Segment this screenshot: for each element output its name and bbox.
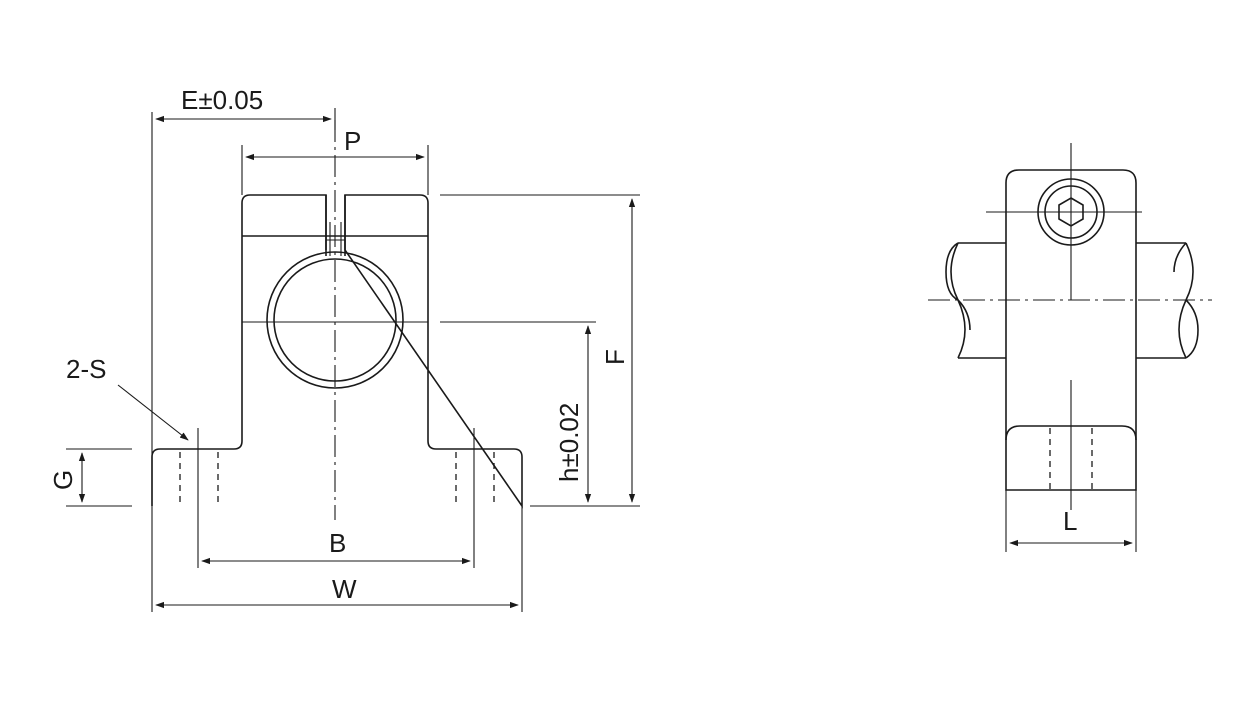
dimension-h: h±0.02: [440, 321, 596, 503]
dimension-W: W: [151, 506, 523, 612]
dimension-E: E±0.05: [151, 85, 336, 506]
mounting-hole-left: [179, 428, 219, 515]
label-B: B: [329, 528, 346, 558]
label-P: P: [344, 126, 361, 156]
dimension-P: P: [241, 126, 429, 195]
label-h: h±0.02: [554, 403, 584, 482]
label-L: L: [1063, 506, 1077, 536]
dimension-F: F: [440, 194, 640, 503]
label-G: G: [48, 470, 78, 490]
side-view: L: [928, 143, 1212, 552]
shaft-support-outline: [151, 194, 523, 509]
callout-2S: 2-S: [66, 354, 189, 441]
dimension-G: G: [48, 448, 132, 503]
side-block-outline: [1005, 169, 1137, 491]
label-F: F: [600, 349, 630, 365]
dimension-L: L: [1005, 490, 1137, 552]
front-view: E±0.05 P F h±0.02 G: [48, 85, 640, 612]
label-W: W: [332, 574, 357, 604]
dimension-B: B: [197, 515, 475, 568]
mounting-hole-right: [455, 428, 495, 515]
label-E: E±0.05: [181, 85, 263, 115]
label-2S: 2-S: [66, 354, 106, 384]
